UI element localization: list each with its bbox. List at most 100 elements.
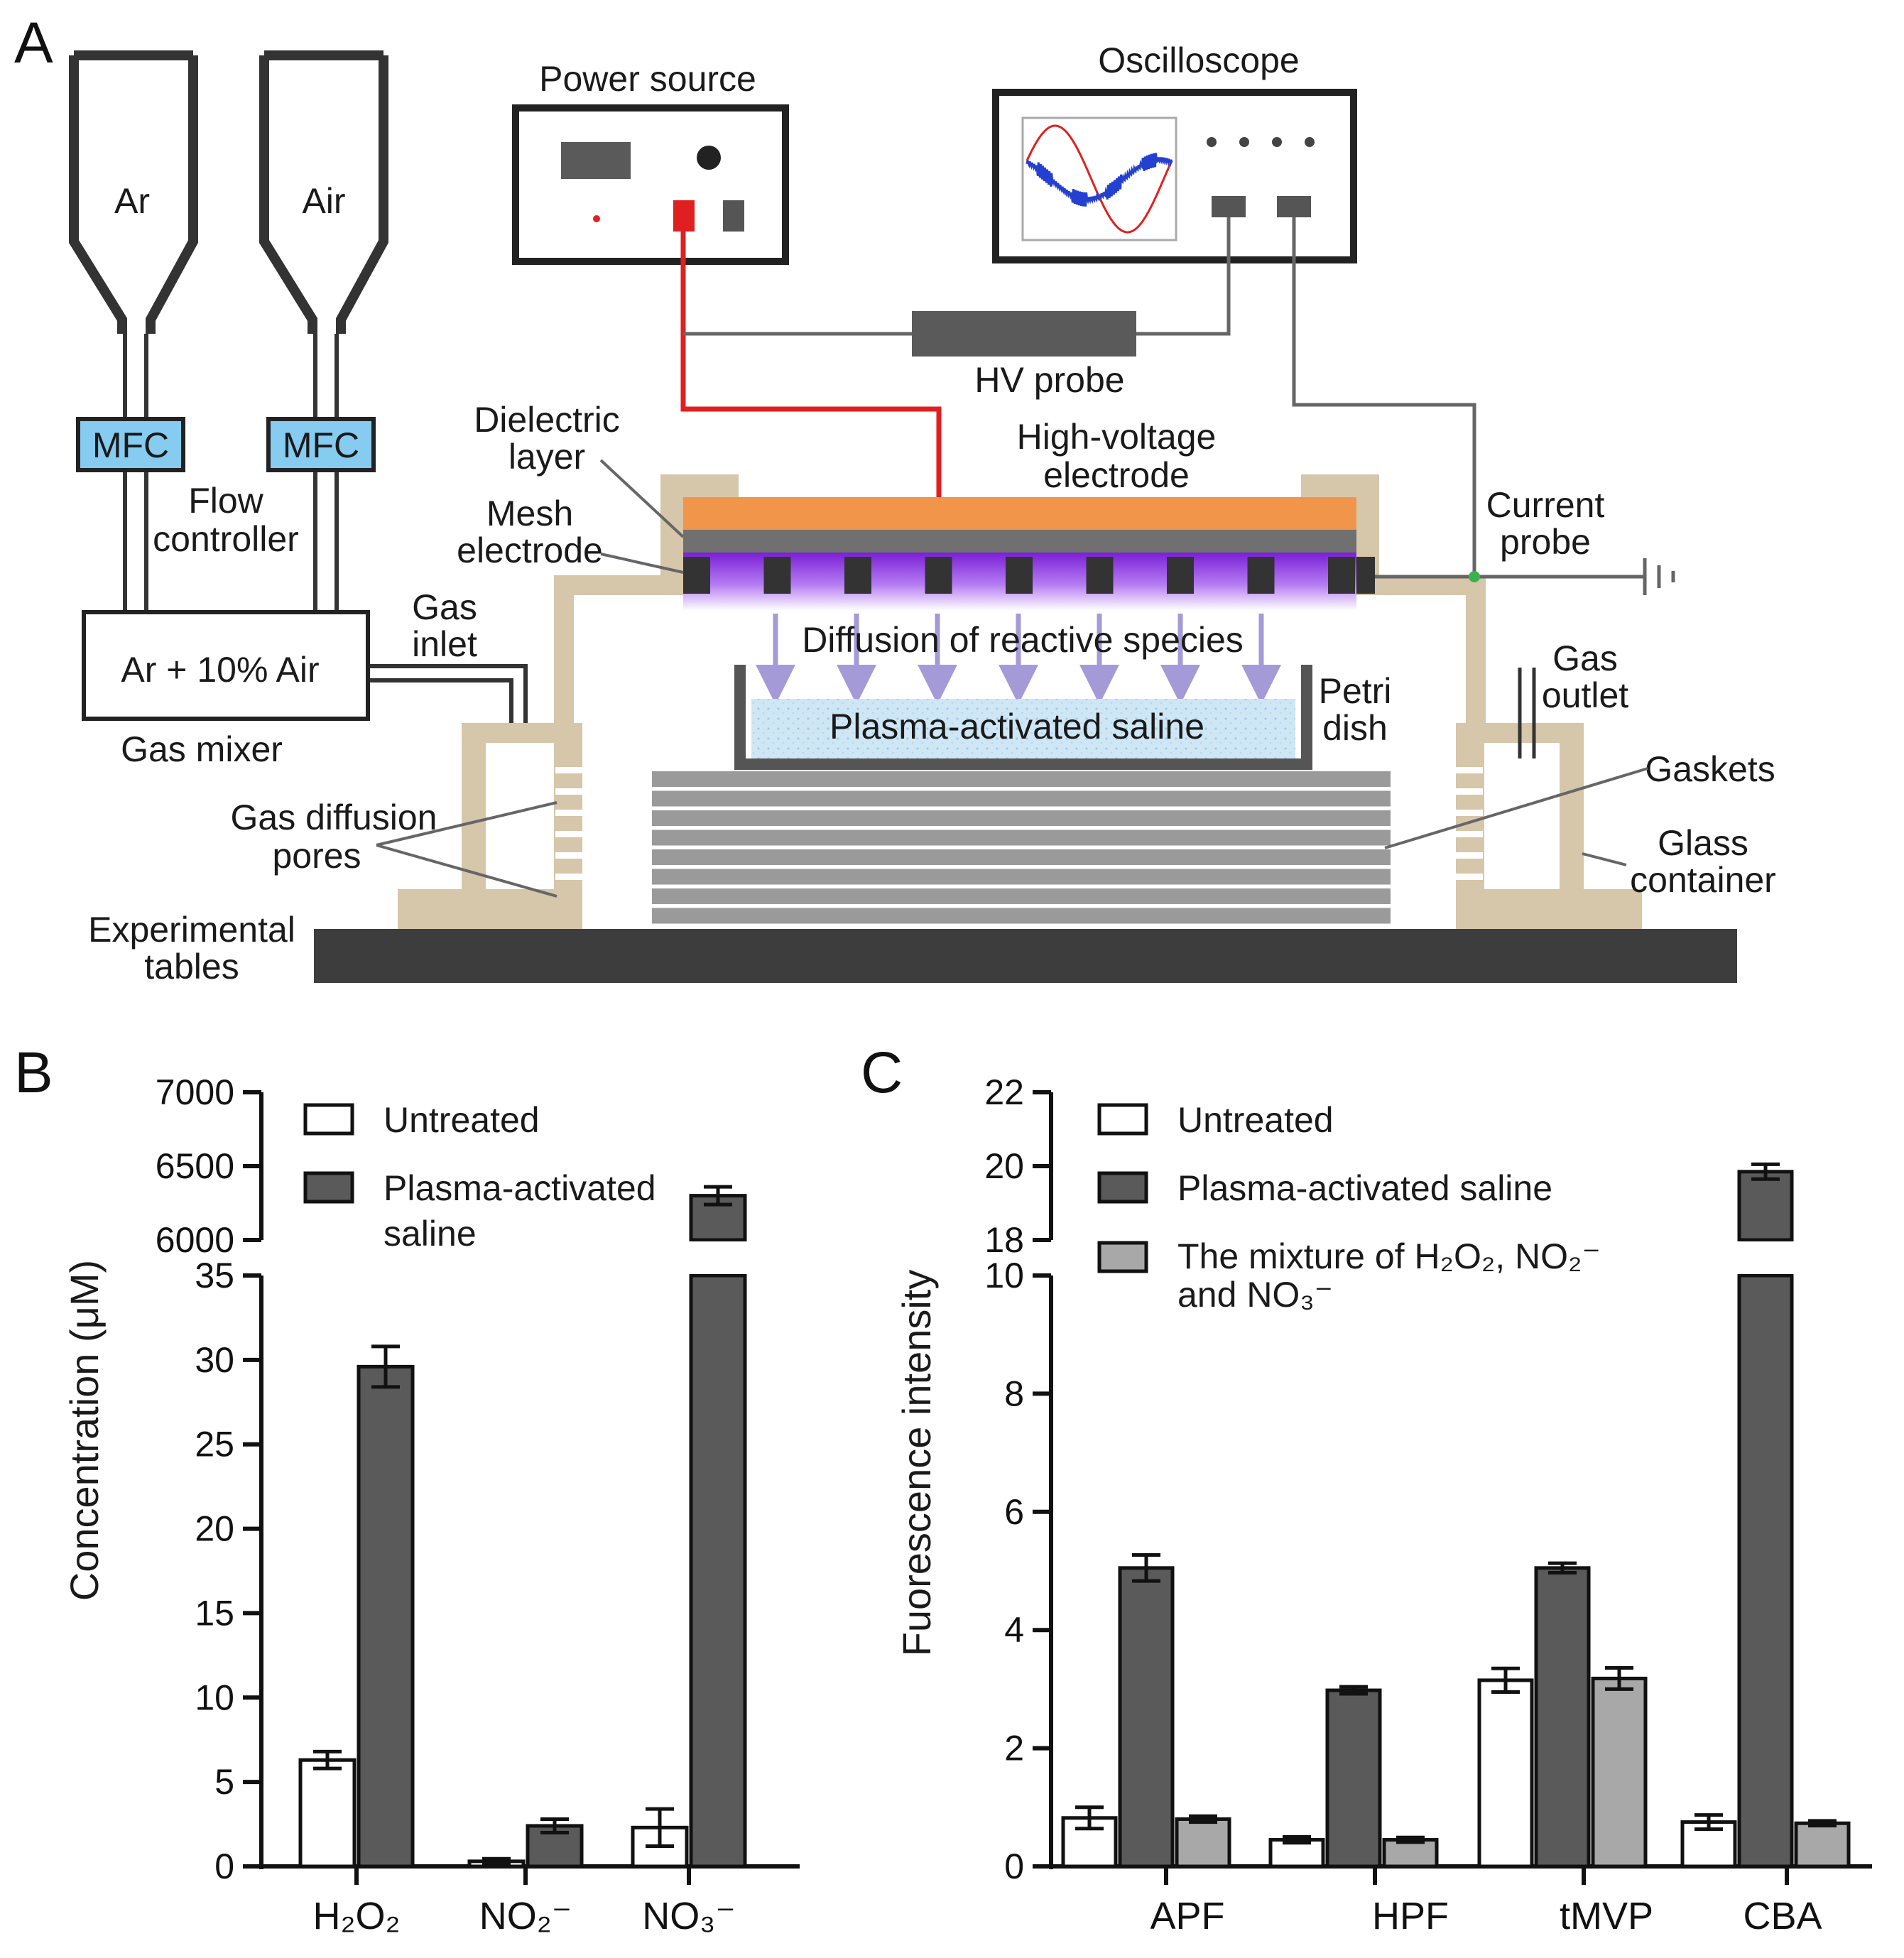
gas-inlet-label-1: Gas: [412, 587, 477, 627]
bar: [1382, 1838, 1439, 1869]
glass-label-2: container: [1630, 860, 1776, 900]
gas-mixer-box: [82, 610, 370, 721]
gasket-layer: [652, 849, 1391, 865]
mesh-label-1: Mesh: [486, 494, 573, 533]
dielectric-layer: [683, 530, 1356, 553]
oscilloscope-ch2: [1277, 196, 1311, 217]
gasket-layer: [652, 869, 1391, 885]
current-trace: [1026, 153, 1173, 207]
petri-dish: [734, 665, 1312, 770]
gaskets: [652, 771, 1391, 924]
panel-b-label: B: [14, 1040, 53, 1105]
legend-b-swatch-plasma: [303, 1171, 354, 1204]
mesh-wire: [1247, 557, 1275, 594]
oscilloscope-ch1: [1212, 196, 1246, 217]
bar: [1534, 1566, 1591, 1869]
y-tick-label: 10: [195, 1677, 234, 1717]
mesh-wire: [925, 557, 952, 594]
gasket-layer: [652, 908, 1391, 924]
glass-label-1: Glass: [1658, 823, 1748, 863]
panel-a-label: A: [14, 11, 53, 75]
dielectric-label-1: Dielectric: [474, 400, 620, 440]
x-tick-label: tMVP: [1560, 1895, 1653, 1937]
hv-probe: [912, 311, 1136, 357]
y-tick-label: 0: [1004, 1846, 1024, 1886]
dielectric-label-2: layer: [508, 437, 585, 477]
flow-controller-label-2: controller: [153, 519, 299, 559]
axis-break-gap: [1736, 1241, 1795, 1274]
mesh-wire: [1006, 557, 1033, 594]
saline-texture: [751, 699, 1295, 758]
bar: [1794, 1821, 1851, 1869]
y-tick-label: 22: [984, 1072, 1024, 1112]
x-tick-label: NO₂⁻: [479, 1895, 572, 1937]
gasket-layer: [652, 771, 1391, 787]
power-ground-terminal: [723, 200, 744, 232]
y-tick-label: 0: [214, 1846, 234, 1886]
chart-b-ylabel: Concentration (μM): [62, 1260, 107, 1601]
mesh-label-2: electrode: [457, 531, 603, 570]
y-tick-label: 6: [1004, 1492, 1024, 1532]
mesh-wire: [844, 557, 871, 594]
ar-cylinder-label: Ar: [114, 181, 150, 221]
hv-electrode-label-1: High-voltage: [1017, 417, 1217, 457]
gaskets-leader: [1384, 767, 1648, 849]
current-probe-label-1: Current: [1486, 485, 1605, 525]
x-tick-label: HPF: [1372, 1895, 1449, 1937]
gaskets-label: Gaskets: [1645, 749, 1775, 789]
y-tick-label: 4: [1004, 1610, 1024, 1650]
bar: [1591, 1676, 1648, 1869]
gas-outlet-label-2: outlet: [1542, 675, 1628, 715]
y-tick-label: 7000: [156, 1072, 234, 1112]
power-hv-terminal: [673, 200, 695, 232]
gas-outlet-label-1: Gas: [1552, 638, 1618, 678]
table-label-2: tables: [144, 947, 239, 986]
bar: [1737, 1273, 1794, 1869]
mesh-electrode-end: [1356, 557, 1375, 594]
legend-c-mixture-1: The mixture of H₂O₂, NO₂⁻: [1177, 1236, 1601, 1276]
legend-b-swatch-untreated: [303, 1103, 354, 1136]
pores-label-2: pores: [272, 836, 361, 876]
gasket-layer: [652, 830, 1391, 846]
x-tick-label: NO₃⁻: [642, 1895, 736, 1937]
ar-cylinder: [69, 50, 198, 334]
current-probe-label-2: probe: [1500, 522, 1591, 562]
petri-label-1: Petri: [1319, 671, 1392, 711]
x-tick-label: CBA: [1743, 1895, 1822, 1937]
legend-c-swatch-mixture: [1097, 1241, 1148, 1273]
x-tick-label: APF: [1150, 1895, 1224, 1937]
flow-controller-label-1: Flow: [188, 481, 263, 521]
gas-pipes: [123, 334, 528, 739]
power-led: [593, 215, 600, 222]
y-tick-label: 18: [984, 1220, 1024, 1260]
diffusion-arrows: [756, 614, 1281, 705]
legend-c-swatch-untreated: [1097, 1103, 1148, 1136]
y-tick-label: 20: [984, 1146, 1024, 1186]
power-source-box: [512, 104, 789, 265]
mesh-wire: [1328, 557, 1355, 594]
gas-diffusion-pores: [555, 767, 1483, 880]
table-label-1: Experimental: [88, 910, 295, 950]
current-probe-point: [1469, 571, 1480, 582]
bar: [689, 1273, 747, 1869]
hv-wire: [680, 232, 942, 497]
glass-leader: [1582, 852, 1627, 866]
power-knob: [697, 146, 721, 170]
power-source-label: Power source: [539, 59, 756, 99]
gasket-layer: [652, 790, 1391, 807]
mfc-air-label: MFC: [283, 425, 359, 465]
y-tick-label: 6000: [156, 1220, 234, 1260]
oscilloscope-buttons: [1207, 137, 1315, 147]
gas-mixer-label: Gas mixer: [121, 729, 283, 769]
y-tick-label: 20: [195, 1509, 234, 1549]
y-tick-label: 6500: [156, 1146, 234, 1186]
bar: [1325, 1688, 1382, 1869]
hv-electrode: [683, 497, 1356, 530]
panel-c: C Fuorescence intensity 0246810182022APF…: [861, 1040, 1872, 1937]
pores-leader-lines: [376, 801, 557, 898]
legend-c-mixture-2: and NO₃⁻: [1177, 1275, 1333, 1315]
mfc-ar-box: [76, 417, 185, 472]
